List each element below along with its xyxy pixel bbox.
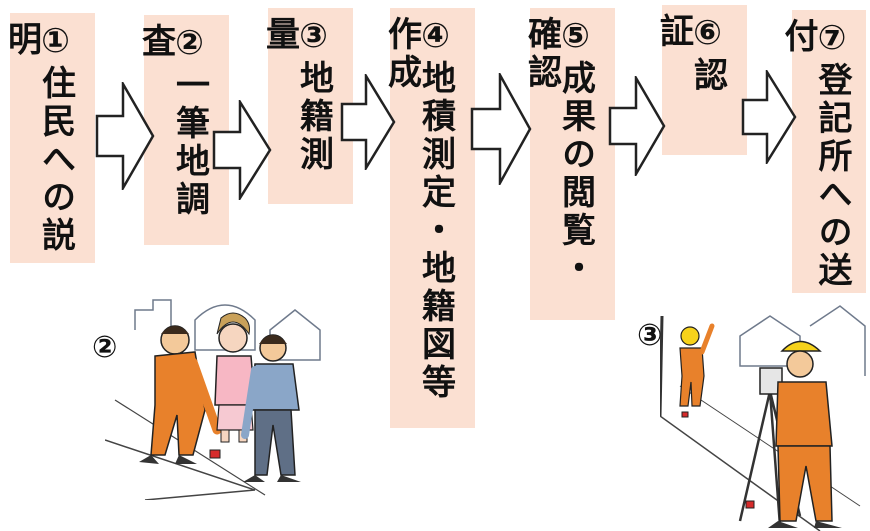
arrow-right-icon [608, 76, 666, 176]
step-box-2: ②一筆地調査 [135, 15, 229, 245]
step-2-label: ②一筆地調査 [135, 23, 210, 219]
step-1-label: ①住民への説明 [1, 21, 76, 255]
arrow-right-icon [95, 82, 155, 190]
arrow-right-icon [340, 74, 396, 170]
step-box-3: ③地籍測量 [259, 8, 353, 204]
step-5-label: ⑤成果の閲覧・確認 [521, 16, 596, 288]
step-6-label: ⑥認 証 [653, 13, 728, 133]
step-box-4: ④地積測定・地籍図等作成 [381, 8, 475, 428]
illustration-right-tag: ③ [637, 318, 663, 353]
surveying-illustration [660, 305, 866, 531]
arrow-right-icon [470, 73, 532, 185]
step-box-1: ①住民への説明 [1, 13, 95, 263]
step-3-label: ③地籍測量 [259, 16, 334, 174]
arrow-right-icon [212, 100, 272, 200]
step-box-5: ⑤成果の閲覧・確認 [521, 8, 615, 320]
arrow-right-icon [741, 70, 797, 164]
step-box-6: ⑥認 証 [653, 5, 747, 155]
step-4-label: ④地積測定・地籍図等作成 [381, 16, 456, 402]
step-7-label: ⑦登記所への送付 [778, 18, 852, 290]
illustration-left-tag: ② [92, 330, 118, 365]
boundary-survey-illustration [105, 299, 321, 500]
step-box-7: ⑦登記所への送付 [778, 10, 866, 293]
